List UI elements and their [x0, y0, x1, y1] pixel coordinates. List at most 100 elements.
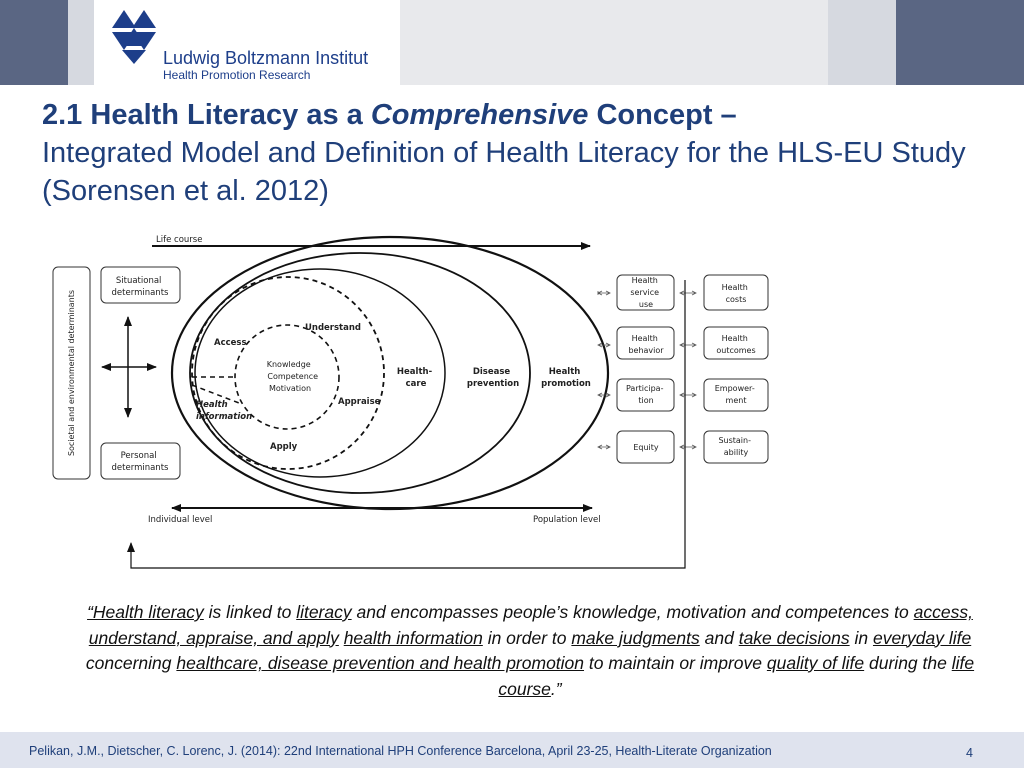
footer-citation: Pelikan, J.M., Dietscher, C. Lorenc, J. … — [29, 744, 772, 758]
triangles-logo-icon — [112, 10, 156, 64]
slide-title: 2.1 Health Literacy as a Comprehensive C… — [42, 96, 1002, 210]
svg-text:Empower- ment: Empower- ment — [715, 384, 758, 405]
institute-logo: Ludwig Boltzmann Institut Health Promoti… — [94, 0, 400, 85]
outcome-box-health-service-use — [616, 274, 675, 311]
health-behavior-line1: Health — [632, 334, 658, 343]
healthcare-line1: Health- — [397, 367, 433, 377]
outcome-box-equity — [616, 430, 675, 464]
title-part2: Concept – — [588, 99, 737, 131]
personal-line2: determinants — [112, 463, 169, 473]
title-part1: 2.1 Health Literacy as a — [42, 99, 371, 131]
disease-prevention-line1: Disease — [473, 367, 511, 377]
healthcare-line2: care — [406, 379, 427, 389]
page-number: 4 — [966, 746, 973, 760]
individual-level-label: Individual level — [148, 515, 212, 525]
access-label: Access — [214, 338, 247, 348]
sustainability-line1: Sustain- — [718, 436, 751, 445]
quote-part20: .” — [550, 678, 562, 699]
healthcare-ellipse — [194, 268, 446, 478]
outcome-box-health-costs — [703, 274, 769, 311]
quote-part1: “Health literacy — [87, 602, 204, 622]
svg-text:Health- care: Health- care — [397, 367, 435, 389]
header-band-light-left — [68, 0, 94, 85]
societal-label: Societal and environmental determinants — [67, 290, 76, 456]
title-line1: 2.1 Health Literacy as a Comprehensive C… — [42, 96, 1002, 134]
core-line2: Competence — [267, 372, 318, 381]
title-subtitle: Integrated Model and Definition of Healt… — [42, 137, 966, 207]
disease-prevention-line2: prevention — [467, 379, 519, 389]
header-band-grey — [400, 0, 828, 85]
outcome-box-empowerment — [703, 378, 769, 412]
personal-box — [100, 442, 181, 480]
core-dashed-circle — [234, 324, 340, 430]
footer-bar: Pelikan, J.M., Dietscher, C. Lorenc, J. … — [0, 732, 1024, 768]
quote-part19: life course — [498, 653, 975, 699]
health-behavior-line2: behavior — [628, 346, 664, 355]
personal-line1: Personal — [121, 451, 157, 461]
outcome-box-sustainability — [703, 430, 769, 464]
feedback-loop-line — [127, 280, 686, 569]
svg-text:Health promotion: Health promotion — [541, 367, 591, 389]
quote-part12: in — [849, 627, 873, 648]
svg-text:Knowledge Competence M: Knowledge Competence Motivation — [267, 360, 321, 393]
situational-line2: determinants — [112, 288, 169, 298]
empowerment-line2: ment — [726, 396, 747, 405]
svg-text:Participa- tion: Participa- tion — [626, 384, 666, 405]
situational-line1: Situational — [116, 276, 162, 286]
svg-text:Health service use: Health service use — [630, 276, 661, 309]
health-information-dashed-wedge — [191, 376, 240, 404]
health-literacy-model-diagram: Life course Societal and environmental d… — [52, 235, 769, 569]
health-promotion-line2: promotion — [541, 379, 591, 389]
health-service-use-line2: service — [630, 288, 659, 297]
health-service-use-line1: Health — [632, 276, 658, 285]
quote-part9: make judgments — [571, 627, 700, 648]
sustainability-line2: ability — [724, 448, 749, 457]
outcome-box-participation — [616, 378, 675, 412]
health-info-line1: Health — [196, 400, 228, 410]
quote-part18: during the — [864, 653, 952, 673]
quote-part7: health information — [343, 627, 483, 648]
svg-text:Situational determinants: Situational determinants — [112, 276, 169, 298]
health-promotion-ellipse — [170, 235, 610, 511]
participation-line2: tion — [638, 396, 653, 405]
apply-label: Apply — [270, 442, 298, 452]
quote-part10: and — [699, 627, 739, 648]
empowerment-line1: Empower- — [715, 384, 755, 393]
header-band-dark-left — [0, 0, 68, 85]
population-level-label: Population level — [533, 515, 601, 525]
quote-part15: healthcare, disease prevention and healt… — [176, 653, 585, 673]
appraise-label: Appraise — [338, 397, 381, 407]
health-outcomes-line1: Health — [722, 334, 748, 343]
health-literacy-dashed-circle — [191, 276, 385, 470]
quote-part17: quality of life — [766, 653, 865, 673]
title-italic: Comprehensive — [370, 99, 589, 131]
small-double-arrows — [597, 290, 697, 450]
svg-text:Sustain- ability: Sustain- ability — [718, 436, 753, 457]
health-promotion-line1: Health — [549, 367, 581, 377]
health-outcomes-line2: outcomes — [716, 346, 755, 355]
societal-frame — [52, 266, 91, 480]
svg-text:Personal determinants: Personal determinants — [112, 451, 169, 473]
core-line3: Motivation — [269, 384, 311, 393]
health-costs-line1: Health — [722, 283, 748, 292]
quote-part3: literacy — [296, 602, 352, 622]
outcome-box-health-outcomes — [703, 326, 769, 360]
svg-text:Health information: Health information — [196, 400, 252, 422]
svg-text:Health outcomes: Health outcomes — [716, 334, 755, 355]
equity-label: Equity — [633, 443, 659, 452]
health-costs-line2: costs — [726, 295, 747, 304]
logo-name: Ludwig Boltzmann Institut — [163, 48, 369, 68]
logo-subname: Health Promotion Research — [163, 68, 311, 82]
header-band-dark-right — [896, 0, 1024, 85]
health-literacy-definition: “Health literacy is linked to literacy a… — [70, 600, 990, 702]
svg-text:Disease prevention: Disease prevention — [467, 367, 519, 389]
quote-part2: is linked to — [203, 602, 297, 622]
quote-part14: concerning — [85, 653, 177, 673]
health-info-line2: information — [196, 412, 252, 422]
quote-part16: to maintain or improve — [584, 653, 767, 673]
svg-text:Health behavior: Health behavior — [628, 334, 664, 355]
svg-text:Health costs: Health costs — [722, 283, 751, 304]
quote-part11: take decisions — [738, 627, 850, 648]
outcome-box-health-behavior — [616, 326, 675, 360]
life-course-label: Life course — [156, 235, 202, 245]
